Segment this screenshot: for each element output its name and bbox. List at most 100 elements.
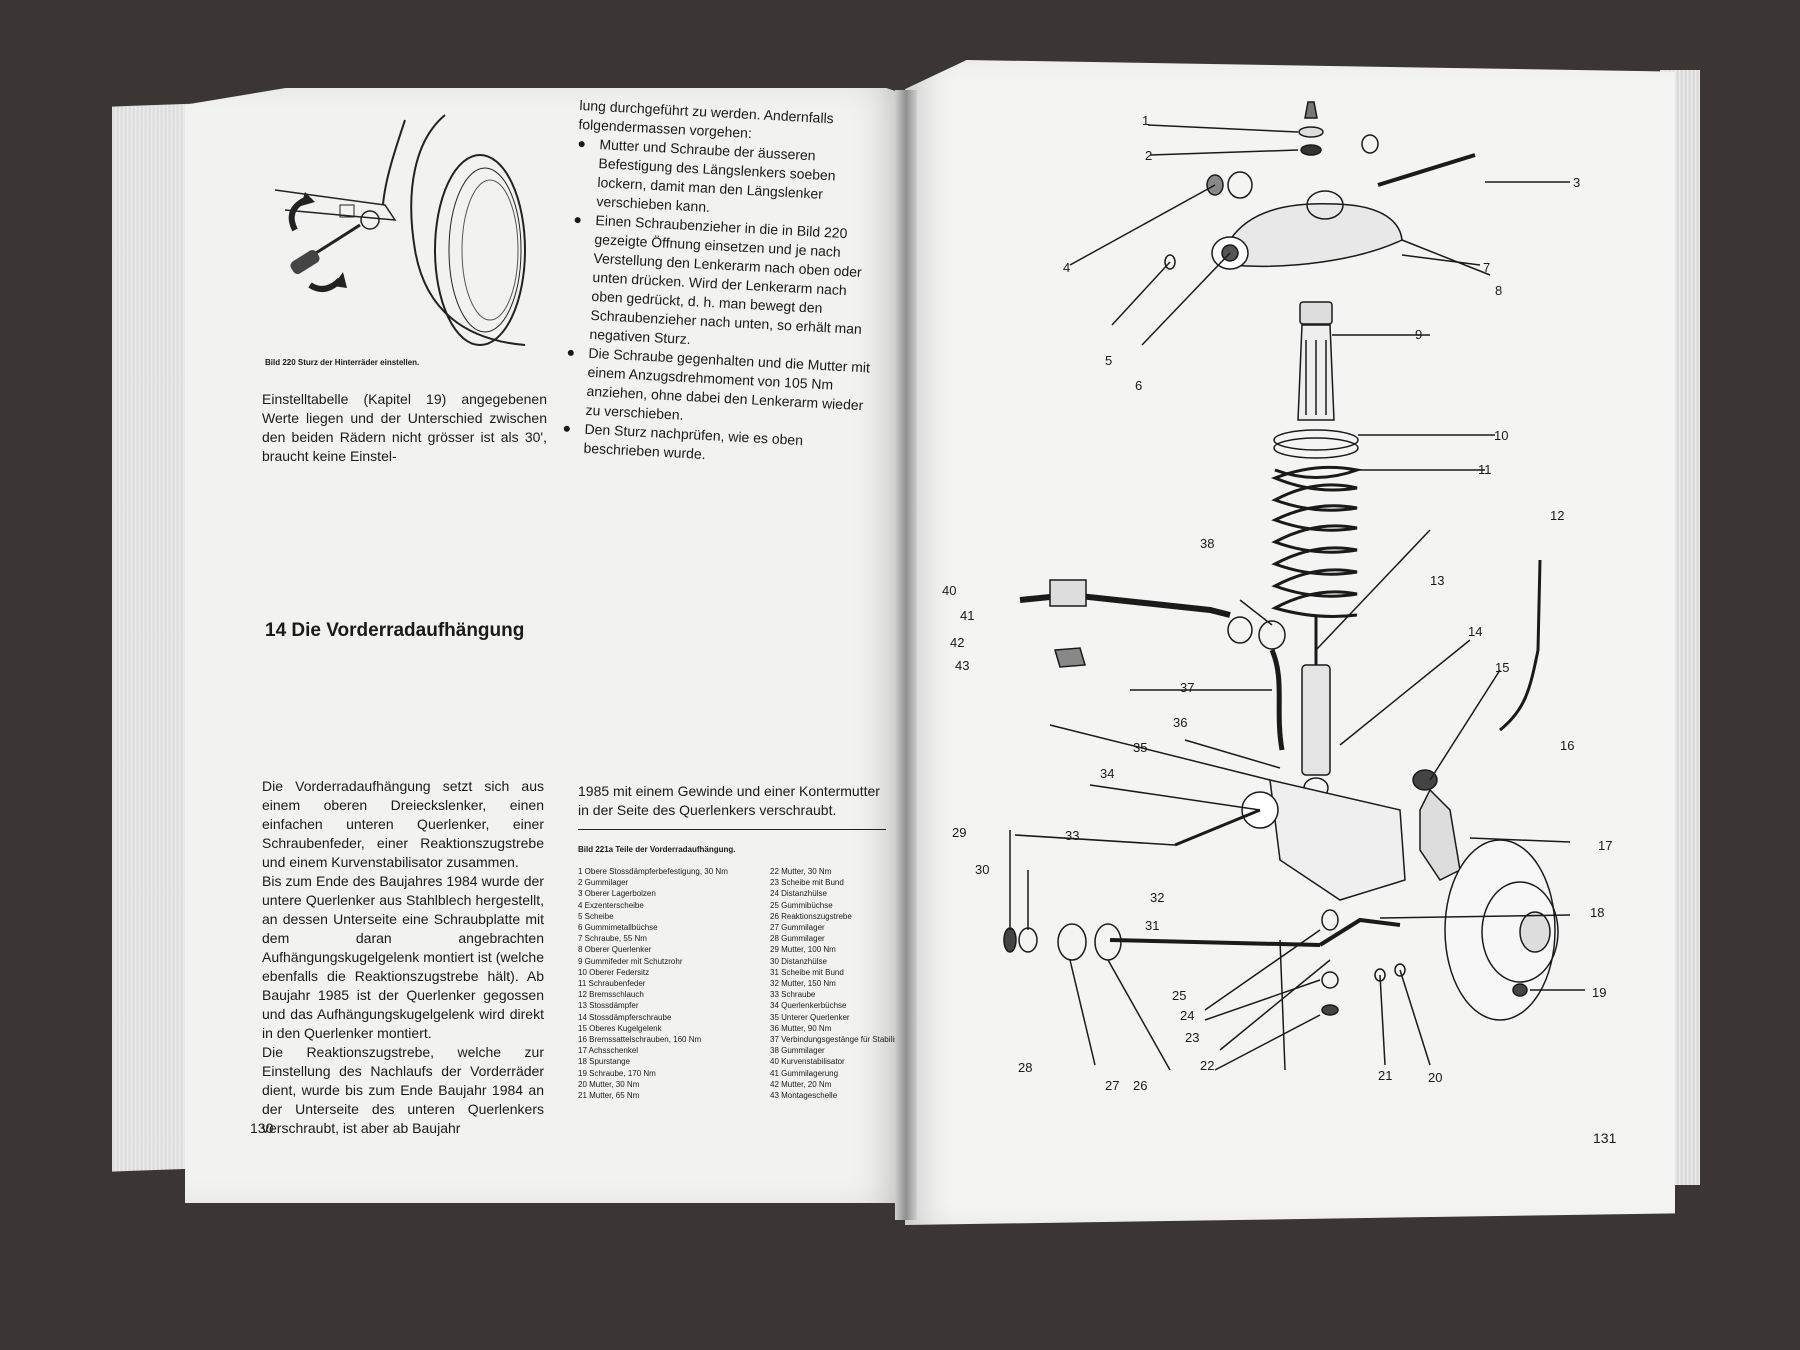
parts-item: 27 Gummilager [770, 923, 825, 933]
parts-item: 41 Gummilagerung [770, 1068, 839, 1078]
parts-item: 23 Scheibe mit Bund [770, 878, 844, 888]
parts-item: 29 Mutter, 100 Nm [770, 945, 836, 955]
book-gutter [895, 90, 917, 1220]
callout-16: 16 [1560, 738, 1575, 753]
parts-item: 25 Gummibüchse [770, 900, 833, 910]
parts-item: 15 Oberes Kugelgelenk [578, 1023, 662, 1033]
callout-34: 34 [1100, 766, 1115, 781]
callout-24: 24 [1180, 1008, 1195, 1023]
figure-220-illustration [274, 114, 526, 346]
parts-item: 40 Kurvenstabilisator [770, 1057, 845, 1067]
parts-list-left: 1 Obere Stossdämpferbefestigung, 30 Nm 2… [578, 866, 728, 1101]
parts-item: 14 Stossdämpferschraube [578, 1012, 672, 1022]
callout-5: 5 [1105, 353, 1113, 368]
callout-1: 1 [1142, 113, 1150, 128]
parts-item: 2 Gummilager [578, 878, 629, 888]
parts-item: 32 Mutter, 150 Nm [770, 979, 836, 989]
left-col1-section-text: Die Vorderradaufhängung setzt sich aus e… [262, 778, 544, 1136]
suspension-exploded-diagram [1003, 101, 1585, 1071]
callout-8: 8 [1495, 283, 1503, 298]
callout-4: 4 [1063, 260, 1071, 275]
parts-item: 34 Querlenkerbüchse [770, 1001, 847, 1011]
parts-item: 37 Verbindungsgestänge für Stabilisator [770, 1035, 912, 1045]
parts-item: 11 Schraubenfeder [578, 979, 646, 989]
callout-18: 18 [1590, 905, 1605, 920]
right-page-number: 131 [1593, 1130, 1617, 1146]
callout-26: 26 [1133, 1078, 1148, 1093]
callout-36: 36 [1173, 715, 1188, 730]
callout-20: 20 [1428, 1070, 1443, 1085]
parts-item: 31 Scheibe mit Bund [770, 967, 844, 977]
parts-item: 12 Bremsschlauch [578, 990, 644, 1000]
callout-19: 19 [1592, 985, 1607, 1000]
parts-item: 16 Bremssattelschrauben, 160 Nm [578, 1035, 702, 1045]
callout-7: 7 [1483, 260, 1491, 275]
callout-28: 28 [1018, 1060, 1033, 1075]
callout-15: 15 [1495, 660, 1510, 675]
left-col2-section-text: 1985 mit einem Gewinde und einer Konterm… [578, 783, 880, 818]
callout-29: 29 [952, 825, 967, 840]
callout-13: 13 [1430, 573, 1445, 588]
callout-21: 21 [1378, 1068, 1393, 1083]
callout-27: 27 [1105, 1078, 1120, 1093]
parts-item: 1 Obere Stossdämpferbefestigung, 30 Nm [578, 867, 728, 876]
parts-item: 4 Exzenterscheibe [578, 900, 644, 910]
parts-item: 20 Mutter, 30 Nm [578, 1079, 640, 1089]
callout-41: 41 [960, 608, 975, 623]
callout-35: 35 [1133, 740, 1148, 755]
parts-item: 13 Stossdämpfer [578, 1001, 639, 1011]
callout-22: 22 [1200, 1058, 1215, 1073]
callout-43: 43 [955, 658, 970, 673]
callout-14: 14 [1468, 624, 1483, 639]
callout-17: 17 [1598, 838, 1613, 853]
callout-25: 25 [1172, 988, 1187, 1003]
parts-item: 24 Distanzhülse [770, 889, 827, 899]
parts-item: 38 Gummilager [770, 1046, 825, 1056]
left-page-number: 130 [250, 1120, 274, 1136]
instruction-item: Einen Schraubenzieher in die in Bild 220… [567, 210, 879, 359]
section-heading: 14 Die Vorderradaufhängung [265, 620, 525, 641]
callout-42: 42 [950, 635, 965, 650]
parts-item: 19 Schraube, 170 Nm [578, 1068, 656, 1078]
parts-list-title: Bild 221a Teile der Vorderradaufhängung. [578, 845, 736, 854]
callout-3: 3 [1573, 175, 1581, 190]
parts-item: 3 Oberer Lagerbolzen [578, 889, 656, 899]
parts-list-right: 22 Mutter, 30 Nm 23 Scheibe mit Bund 24 … [770, 866, 912, 1101]
parts-item: 43 Montageschelle [770, 1091, 838, 1101]
callout-12: 12 [1550, 508, 1565, 523]
parts-item: 18 Spurstange [578, 1057, 631, 1067]
callout-6: 6 [1135, 378, 1143, 393]
parts-item: 30 Distanzhülse [770, 956, 827, 966]
callout-38: 38 [1200, 536, 1215, 551]
parts-item: 35 Unterer Querlenker [770, 1012, 850, 1022]
parts-item: 8 Oberer Querlenker [578, 945, 652, 955]
callout-30: 30 [975, 862, 990, 877]
parts-item: 10 Oberer Federsitz [578, 967, 650, 977]
instruction-list: Mutter und Schraube der äusseren Befesti… [561, 134, 882, 473]
parts-item: 26 Reaktionszugstrebe [770, 911, 852, 921]
parts-item: 33 Schraube [770, 990, 816, 1000]
parts-item: 42 Mutter, 20 Nm [770, 1079, 832, 1089]
callout-10: 10 [1494, 428, 1509, 443]
parts-item: 7 Schraube, 55 Nm [578, 934, 647, 944]
callout-40: 40 [942, 583, 957, 598]
parts-item: 17 Achsschenkel [578, 1046, 639, 1056]
callout-33: 33 [1065, 828, 1080, 843]
callout-9: 9 [1415, 327, 1423, 342]
callout-37: 37 [1180, 680, 1195, 695]
left-col1-top-text: Einstelltabelle (Kapitel 19) angegebenen… [262, 391, 547, 464]
callout-11: 11 [1478, 462, 1492, 477]
callout-31: 31 [1145, 918, 1160, 933]
figure-220-caption: Bild 220 Sturz der Hinterräder einstelle… [265, 358, 420, 367]
parts-item: 21 Mutter, 65 Nm [578, 1091, 640, 1101]
callout-32: 32 [1150, 890, 1165, 905]
parts-item: 36 Mutter, 90 Nm [770, 1023, 832, 1033]
parts-item: 6 Gummimetallbüchse [578, 923, 658, 933]
parts-item: 28 Gummilager [770, 934, 825, 944]
parts-item: 22 Mutter, 30 Nm [770, 867, 832, 876]
parts-divider [578, 829, 886, 830]
left-col2-block: lung durchgeführt zu werden. Andernfalls… [561, 96, 884, 472]
callout-2: 2 [1145, 148, 1153, 163]
parts-item: 5 Scheibe [578, 911, 614, 921]
callout-23: 23 [1185, 1030, 1200, 1045]
